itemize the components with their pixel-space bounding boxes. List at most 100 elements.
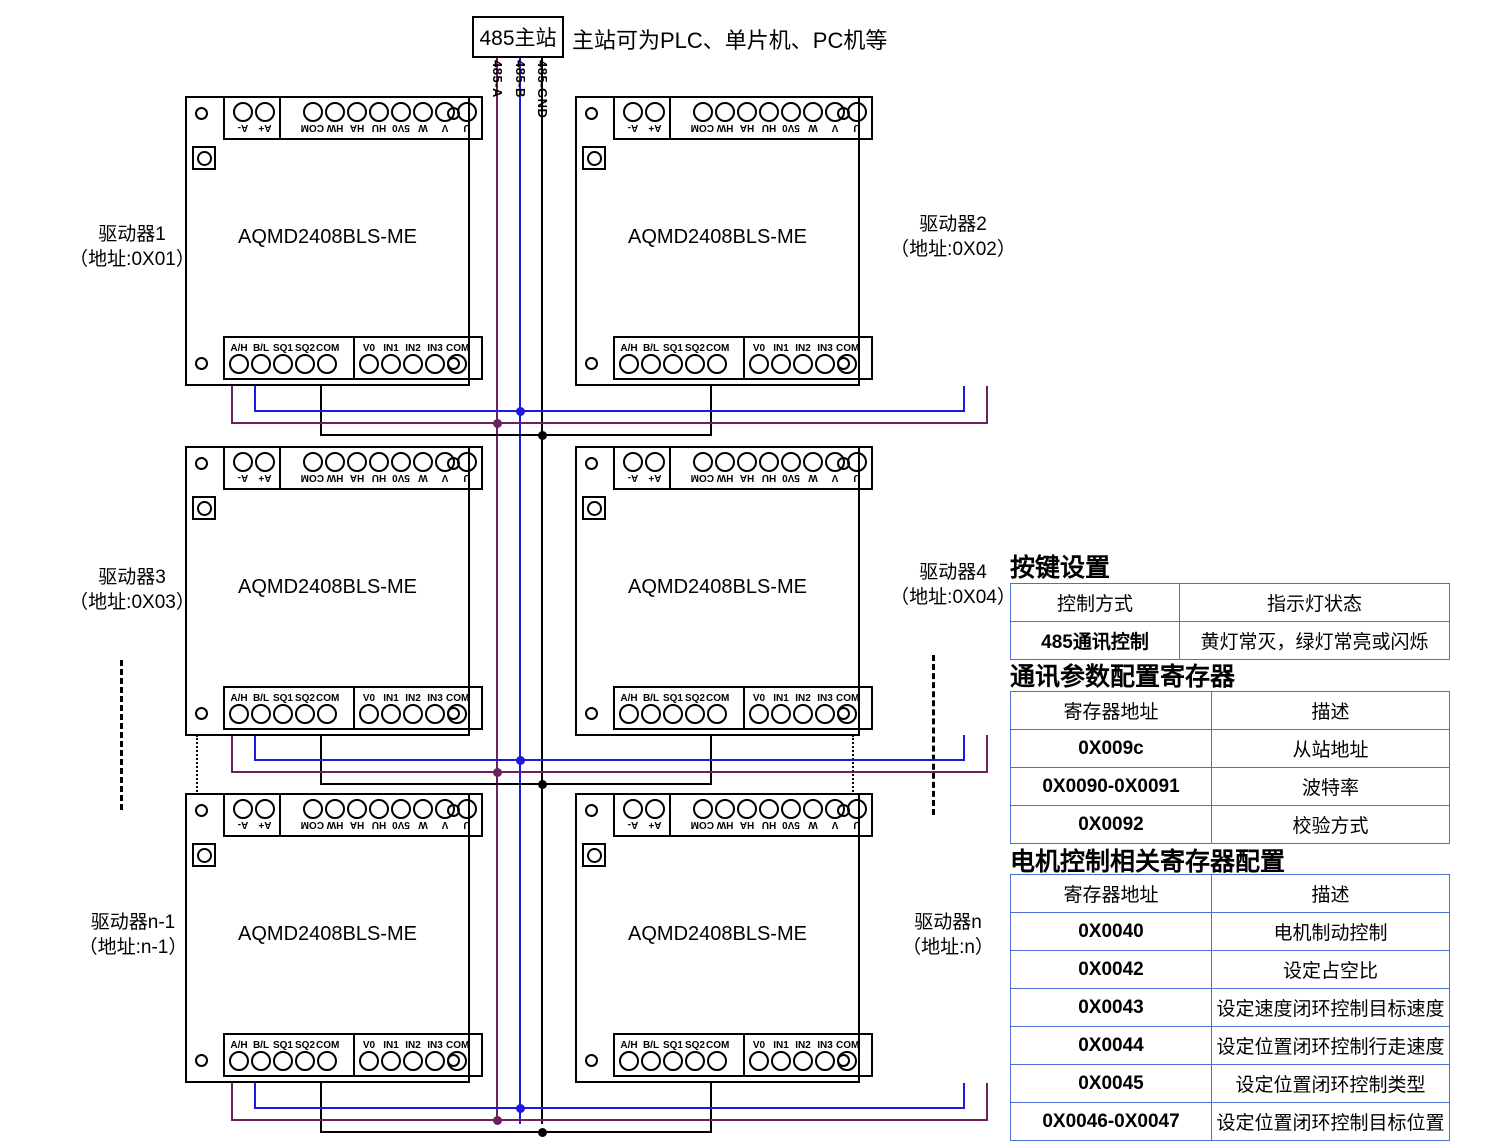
driver-model-label: AQMD2408BLS-ME bbox=[628, 226, 807, 248]
terminal-label-bl: B/L bbox=[252, 1039, 270, 1051]
terminal-label-sq1: SQ1 bbox=[662, 1039, 683, 1051]
terminal-label-5v0: 5V0 bbox=[782, 472, 800, 484]
terminal-pin-ha bbox=[737, 102, 757, 123]
terminal-label-com: COM bbox=[316, 692, 340, 704]
bus-label-485-b: 485-B bbox=[513, 60, 528, 98]
terminal-pin-com bbox=[447, 1050, 467, 1071]
column-header: 寄存器地址 bbox=[1010, 691, 1212, 730]
terminal-label-in1: IN1 bbox=[773, 692, 789, 704]
key-settings-heading: 按键设置 bbox=[1010, 554, 1111, 582]
terminal-label-in2: IN2 bbox=[405, 692, 421, 704]
terminal-label-com: COM bbox=[836, 1039, 860, 1051]
junction-gnd-1 bbox=[538, 780, 547, 789]
terminal-label-u: U bbox=[853, 472, 861, 484]
mounting-hole-top-left bbox=[585, 804, 598, 817]
terminal-label-in3: IN3 bbox=[817, 1039, 833, 1051]
driver-model-label: AQMD2408BLS-ME bbox=[628, 576, 807, 598]
terminal-label-com: COM bbox=[836, 692, 860, 704]
terminal-label-w: W bbox=[808, 122, 818, 134]
wire-left-a-drop-0 bbox=[231, 386, 233, 422]
junction-b-1 bbox=[516, 756, 525, 765]
register-address-cell: 0X0092 bbox=[1010, 805, 1212, 844]
terminal-pin-com bbox=[303, 452, 323, 473]
terminal-label-u: U bbox=[853, 122, 861, 134]
mounting-hole-top-right bbox=[447, 107, 460, 120]
terminal-pin-a bbox=[623, 102, 643, 123]
terminal-label-a: A+ bbox=[258, 122, 272, 134]
terminal-pin-in3 bbox=[815, 1050, 835, 1071]
terminal-label-sq2: SQ2 bbox=[294, 1039, 315, 1051]
wire-rail-gnd-1 bbox=[320, 783, 712, 785]
terminal-label-hw: HW bbox=[716, 472, 734, 484]
terminal-label-hw: HW bbox=[326, 122, 344, 134]
wire-rail-b-2 bbox=[254, 1107, 965, 1109]
terminal-label-in3: IN3 bbox=[817, 342, 833, 354]
terminal-label-bl: B/L bbox=[642, 1039, 660, 1051]
mounting-hole-bottom-left bbox=[195, 357, 208, 370]
terminal-pin-com bbox=[317, 703, 337, 724]
register-address-cell: 0X0046-0X0047 bbox=[1010, 1102, 1212, 1141]
wire-right-b-drop-1 bbox=[963, 735, 965, 759]
bus-label-485-a: 485-A bbox=[490, 60, 505, 98]
terminal-pin-bl bbox=[641, 353, 661, 374]
mounting-hole-bottom-left bbox=[195, 707, 208, 720]
terminal-pin-bl bbox=[641, 703, 661, 724]
terminal-pin-in1 bbox=[771, 1050, 791, 1071]
terminal-label-u: U bbox=[853, 819, 861, 831]
terminal-label-in2: IN2 bbox=[795, 1039, 811, 1051]
terminal-label-sq1: SQ1 bbox=[272, 342, 293, 354]
terminal-pin-ha bbox=[737, 799, 757, 820]
terminal-label-in1: IN1 bbox=[773, 342, 789, 354]
terminal-label-a: A- bbox=[627, 472, 639, 484]
description-cell: 黄灯常灭，绿灯常亮或闪烁 bbox=[1179, 621, 1450, 660]
terminal-pin-com bbox=[317, 353, 337, 374]
terminal-pin-hw bbox=[715, 452, 735, 473]
wire-left-b-drop-1 bbox=[254, 735, 256, 759]
terminal-label-com: COM bbox=[316, 342, 340, 354]
terminal-pin-ah bbox=[229, 353, 249, 374]
driver-caption-4-address: （地址:0X04） bbox=[890, 587, 1016, 608]
indicator-led bbox=[192, 843, 216, 867]
motor-registers-heading: 电机控制相关寄存器配置 bbox=[1010, 848, 1286, 876]
terminal-pin-a bbox=[645, 452, 665, 473]
terminal-label-w: W bbox=[808, 472, 818, 484]
column-header: 描述 bbox=[1211, 874, 1450, 913]
terminal-label-sq1: SQ1 bbox=[662, 692, 683, 704]
mounting-hole-bottom-left bbox=[195, 1054, 208, 1067]
terminal-label-u: U bbox=[463, 122, 471, 134]
terminal-pin-in1 bbox=[771, 703, 791, 724]
terminal-pin-v0 bbox=[749, 1050, 769, 1071]
terminal-label-bl: B/L bbox=[642, 342, 660, 354]
terminal-pin-a bbox=[623, 799, 643, 820]
table-header-row: 寄存器地址描述 bbox=[1010, 874, 1450, 913]
wire-right-a-drop-2 bbox=[986, 1083, 988, 1119]
terminal-label-ah: A/H bbox=[230, 342, 248, 354]
junction-b-0 bbox=[516, 407, 525, 416]
description-cell: 设定占空比 bbox=[1211, 950, 1450, 989]
terminal-label-in2: IN2 bbox=[795, 692, 811, 704]
driver-caption-n-1-address: （地址:n-1） bbox=[78, 937, 188, 958]
terminal-label-sq2: SQ2 bbox=[294, 692, 315, 704]
terminal-group: A+A- bbox=[225, 448, 281, 488]
terminal-pin-v0 bbox=[749, 703, 769, 724]
driver-model-label: AQMD2408BLS-ME bbox=[238, 576, 417, 598]
driver-caption-2: 驱动器2 （地址:0X02） bbox=[878, 212, 1028, 262]
terminal-pin-ah bbox=[619, 353, 639, 374]
table-row: 485通讯控制黄灯常灭，绿灯常亮或闪烁 bbox=[1010, 621, 1450, 660]
terminal-pin-in1 bbox=[381, 703, 401, 724]
mounting-hole-top-left bbox=[585, 107, 598, 120]
table-header-row: 控制方式指示灯状态 bbox=[1010, 583, 1450, 622]
ellipsis-left-inner bbox=[196, 735, 198, 795]
terminal-label-ah: A/H bbox=[620, 342, 638, 354]
terminal-label-a: A- bbox=[237, 472, 249, 484]
terminal-label-com: COM bbox=[836, 342, 860, 354]
wire-rail-a-1 bbox=[231, 771, 988, 773]
